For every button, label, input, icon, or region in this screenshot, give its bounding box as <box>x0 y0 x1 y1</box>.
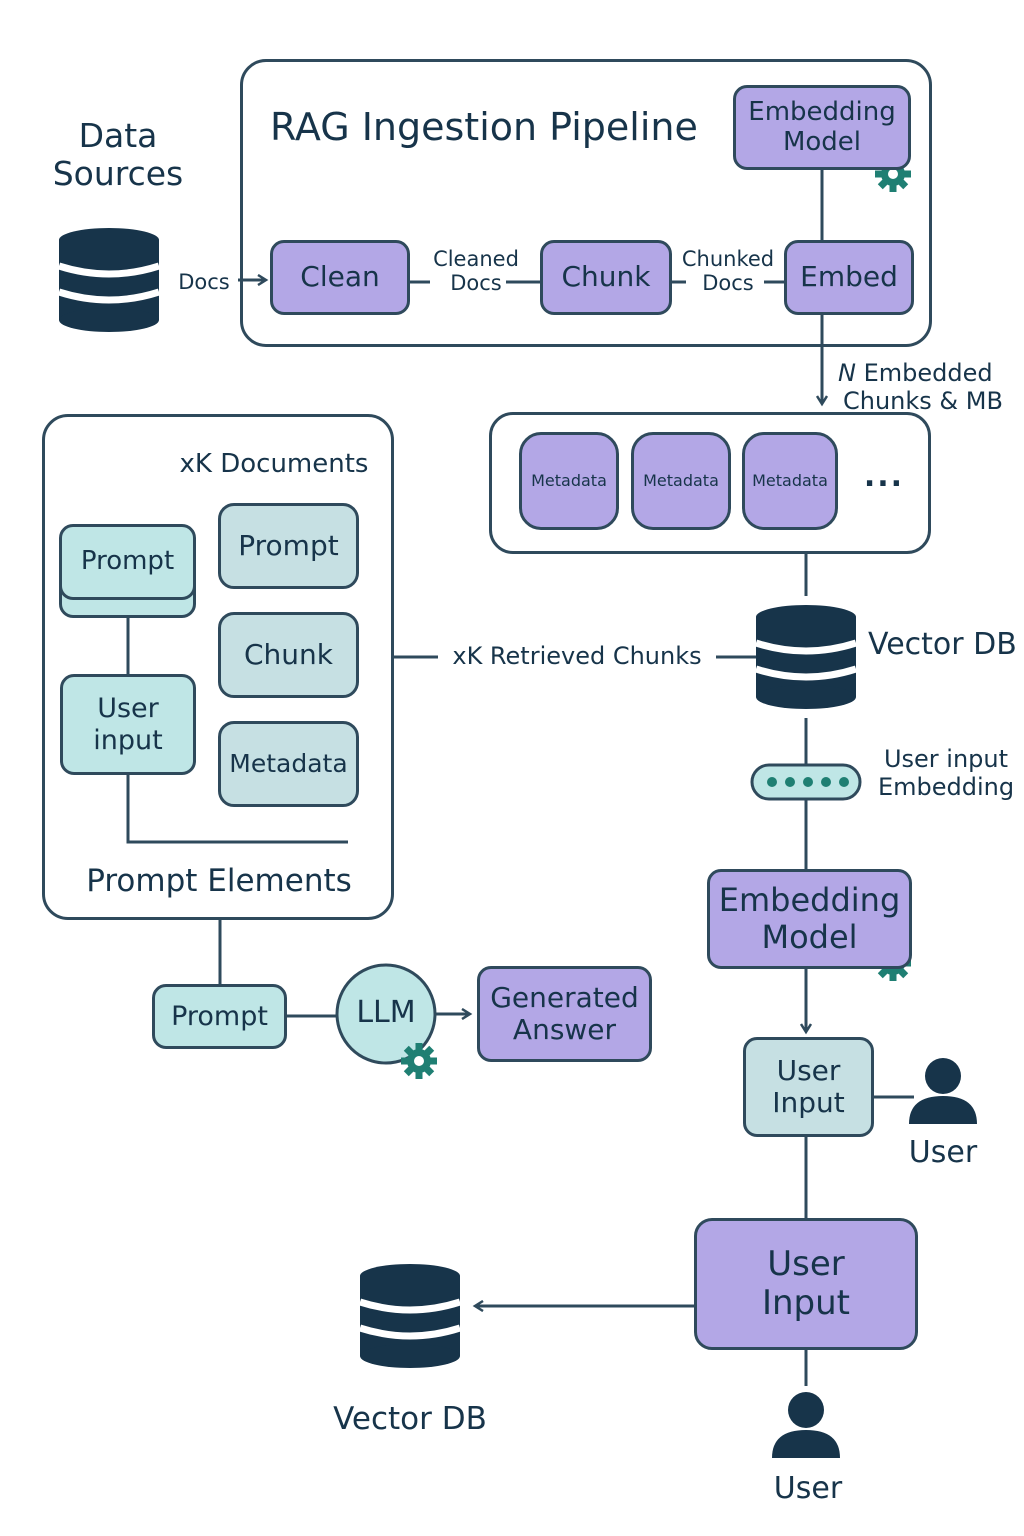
user-input-embedding-label: User input Embedding <box>868 745 1024 801</box>
cleaned-docs-line2: Docs <box>450 271 502 296</box>
metadata-container <box>489 412 931 554</box>
user-input-embedding-line2: Embedding <box>877 772 1015 801</box>
pipeline-title: RAG Ingestion Pipeline <box>270 105 698 149</box>
cleaned-docs-label: Cleaned Docs <box>428 247 524 295</box>
user-input-line2: input <box>93 724 163 756</box>
embedding-model-line2: Model <box>782 126 862 157</box>
vector-db-right-database-icon <box>756 605 856 709</box>
clean-step: Clean <box>270 240 410 315</box>
user-input-embedding-line1: User input <box>883 745 1009 773</box>
user-input-large-box: User Input <box>694 1218 918 1350</box>
user-input-large-line1: User <box>767 1243 845 1284</box>
retrieved-chunks-label: xK Retrieved Chunks <box>452 642 702 670</box>
data-sources-title-line1: Data <box>78 116 158 155</box>
gear-icon <box>401 1043 437 1079</box>
docs-label: Docs <box>178 270 230 294</box>
user-input-embedding-vector-icon <box>750 763 862 801</box>
embedding-model-2-line2: Model <box>761 918 858 956</box>
embedded-chunks-line2: Chunks & MB <box>843 386 1003 415</box>
user-input-prompt-element: User input <box>60 674 196 775</box>
vector-db-bottom-label: Vector DB <box>333 1401 487 1437</box>
vector-db-right-label: Vector DB <box>868 627 1017 662</box>
embedding-model-line1: Embedding <box>748 96 896 127</box>
metadata-ellipsis: ... <box>863 459 905 494</box>
user-input-small-line1: User <box>776 1053 841 1087</box>
embedded-chunks-line1-rest: Embedded <box>855 359 993 387</box>
user-person-icon <box>909 1058 977 1124</box>
user-input-small-box: User Input <box>743 1037 874 1137</box>
llm-label: LLM <box>356 995 416 1030</box>
embedding-model-box-top: Embedding Model <box>733 85 911 170</box>
data-sources-title-line2: Sources <box>52 153 184 193</box>
embedding-model-2-line1: Embedding <box>718 881 901 920</box>
embedded-chunks-label: N Embedded Chunks & MB <box>838 359 1008 415</box>
generated-answer-line1: Generated <box>490 980 639 1014</box>
vector-db-bottom-database-icon <box>360 1264 460 1368</box>
embedded-chunks-line1: N Embedded <box>838 359 1008 388</box>
chunked-docs-line2: Docs <box>702 271 754 296</box>
embed-step: Embed <box>784 240 914 315</box>
chunked-docs-line1: Chunked <box>681 247 775 271</box>
generated-answer-line2: Answer <box>512 1013 617 1046</box>
prompt-right-box: Prompt <box>218 503 359 589</box>
xk-documents-label: xK Documents <box>179 449 369 479</box>
user-label: User <box>908 1135 978 1170</box>
metadata-item: Metadata <box>631 432 731 530</box>
prompt-left-box: Prompt <box>59 524 196 600</box>
data-sources-database-icon <box>59 228 159 332</box>
prompt-box-bottom: Prompt <box>152 984 287 1049</box>
user-input-large-line2: Input <box>761 1283 851 1323</box>
embedding-model-box-bottom: Embedding Model <box>707 869 912 969</box>
user-input-line1: User <box>97 693 159 725</box>
chunked-docs-label: Chunked Docs <box>680 247 776 295</box>
metadata-item: Metadata <box>519 432 619 530</box>
embedded-chunks-n: N <box>838 359 856 387</box>
cleaned-docs-line1: Cleaned <box>433 247 519 271</box>
prompt-elements-title: Prompt Elements <box>86 863 352 899</box>
user-label-bottom: User <box>773 1471 843 1506</box>
prompt-elements-frame <box>42 414 394 920</box>
user-input-small-line2: Input <box>772 1086 845 1119</box>
data-sources-title: Data Sources <box>30 117 206 193</box>
metadata-item: Metadata <box>742 432 838 530</box>
metadata-element-box: Metadata <box>218 721 359 807</box>
chunk-step: Chunk <box>540 240 672 315</box>
user-person-icon-bottom <box>772 1392 840 1458</box>
rag-ingestion-pipeline-frame <box>240 59 932 347</box>
connector-user-input-bracket <box>126 775 348 844</box>
chunk-element-box: Chunk <box>218 612 359 698</box>
generated-answer-box: Generated Answer <box>477 966 652 1062</box>
